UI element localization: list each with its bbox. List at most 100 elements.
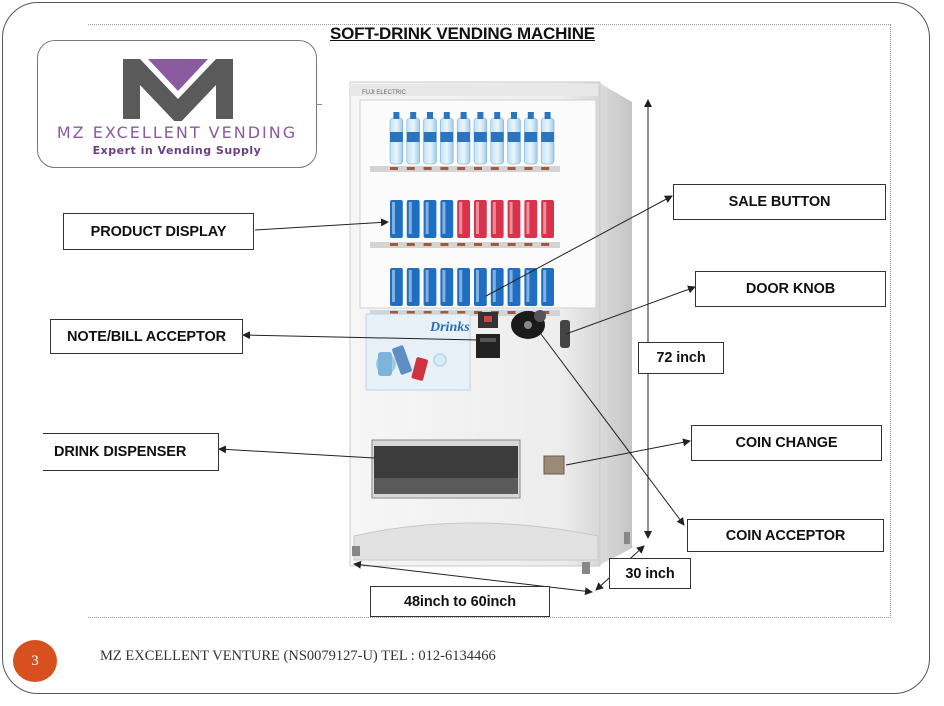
callout-coin-acceptor: COIN ACCEPTOR <box>687 519 884 552</box>
selection-button <box>490 167 499 170</box>
product-can <box>390 200 403 238</box>
callout-note-bill-acceptor: NOTE/BILL ACCEPTOR <box>50 319 243 354</box>
selection-button <box>457 243 466 246</box>
selection-button <box>524 167 533 170</box>
selection-button <box>541 311 550 314</box>
selection-button <box>440 243 449 246</box>
can-highlight <box>543 270 547 302</box>
selection-button <box>457 167 466 170</box>
bottle-cap <box>494 112 501 119</box>
can-highlight <box>526 202 530 234</box>
bottle-label <box>406 132 420 142</box>
logo-tagline: Expert in Vending Supply <box>92 144 262 157</box>
product-can <box>490 268 504 306</box>
selection-button <box>423 311 432 314</box>
selection-button <box>406 243 415 246</box>
can-highlight <box>476 270 479 302</box>
can-highlight <box>459 202 463 234</box>
bill-acceptor <box>476 334 500 358</box>
drinks-panel-label: Drinks <box>430 320 470 335</box>
product-can <box>474 268 487 306</box>
selection-button <box>423 243 432 246</box>
callout-sale-button: SALE BUTTON <box>673 184 886 220</box>
bottle-cap <box>477 112 484 119</box>
page-number-badge: 3 <box>13 640 57 682</box>
selection-button <box>440 167 449 170</box>
callout-coin-change: COIN CHANGE <box>691 425 882 461</box>
bottle-label <box>457 132 470 142</box>
machine-brand: FUJI ELECTRIC <box>362 90 407 96</box>
callout-product-display: PRODUCT DISPLAY <box>63 213 254 250</box>
product-can <box>507 268 521 306</box>
selection-button <box>507 243 516 246</box>
bottle-label <box>524 132 538 142</box>
can-highlight <box>392 202 395 234</box>
product-red <box>490 200 504 238</box>
product-red <box>474 200 487 238</box>
can-highlight <box>492 202 496 234</box>
selection-button <box>423 167 432 170</box>
product-can <box>406 200 420 238</box>
company-logo: MZ EXCELLENT VENDING Expert in Vending S… <box>37 40 317 168</box>
bottle-label <box>390 132 403 142</box>
diagram-title: SOFT-DRINK VENDING MACHINE <box>330 24 595 43</box>
selection-button <box>390 167 398 170</box>
product-can <box>440 200 454 238</box>
can-highlight <box>476 202 479 234</box>
machine-side <box>598 82 632 566</box>
product-can <box>423 268 437 306</box>
can-highlight <box>425 270 429 302</box>
bottle-label <box>474 132 487 142</box>
bottle-label <box>541 132 554 142</box>
bottle-label <box>490 132 504 142</box>
can-highlight <box>425 202 429 234</box>
product-can <box>524 268 538 306</box>
can-highlight <box>509 270 513 302</box>
bottle-label <box>423 132 437 142</box>
can-highlight <box>442 202 446 234</box>
door-knob <box>560 320 570 348</box>
selection-button <box>390 311 398 314</box>
selection-button <box>507 311 516 314</box>
dimension-depth: 30 inch <box>609 558 691 589</box>
can-highlight <box>408 202 412 234</box>
can-highlight <box>459 270 463 302</box>
logo-name: MZ EXCELLENT VENDING <box>56 123 298 142</box>
can-highlight <box>408 270 412 302</box>
product-can <box>390 268 403 306</box>
dimension-height: 72 inch <box>638 342 724 374</box>
bottle-label <box>440 132 454 142</box>
logo-connector <box>316 104 322 105</box>
bottle-cap <box>410 112 417 119</box>
logo-mark-icon <box>123 59 233 121</box>
bottle-label <box>507 132 521 142</box>
selection-button <box>440 311 449 314</box>
bottle-cap <box>544 112 551 119</box>
dimension-width: 48inch to 60inch <box>370 586 550 617</box>
selection-button <box>490 243 499 246</box>
can-highlight <box>526 270 530 302</box>
callout-drink-dispenser: DRINK DISPENSER <box>43 433 219 471</box>
selection-button <box>541 243 550 246</box>
can-highlight <box>442 270 446 302</box>
product-red <box>524 200 538 238</box>
callout-door-knob: DOOR KNOB <box>695 271 886 307</box>
product-red <box>457 200 470 238</box>
product-shelves <box>370 112 560 316</box>
can-highlight <box>492 270 496 302</box>
bottle-cap <box>460 112 467 119</box>
bottle-cap <box>427 112 433 119</box>
footer-text: MZ EXCELLENT VENTURE (NS0079127-U) TEL :… <box>100 648 496 664</box>
selection-button <box>541 167 550 170</box>
product-can <box>457 268 470 306</box>
product-can <box>440 268 454 306</box>
product-red <box>507 200 521 238</box>
can-highlight <box>543 202 547 234</box>
product-can <box>541 268 554 306</box>
selection-button <box>507 167 516 170</box>
coin-change-slot <box>543 455 565 475</box>
can-highlight <box>509 202 513 234</box>
selection-button <box>390 243 398 246</box>
